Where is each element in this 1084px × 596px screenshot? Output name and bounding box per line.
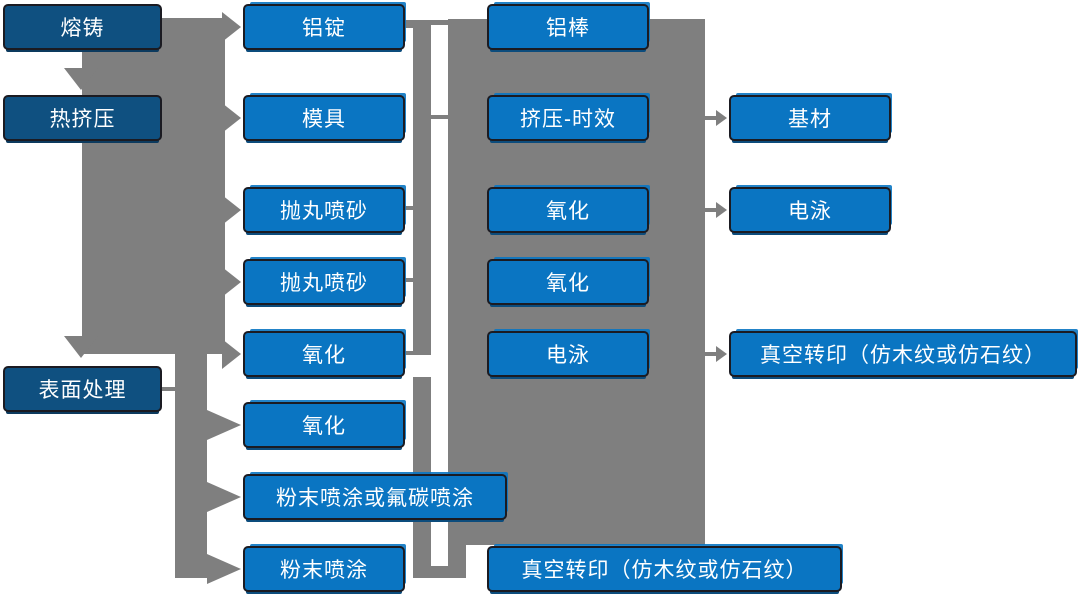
node-oxidation-3: 氧化 [487,187,649,233]
node-powder-spray: 粉末喷涂 [243,546,405,592]
link-shot-blasting-1-line [403,206,415,210]
node-vacuum-transfer-bottom: 真空转印（仿木纹或仿石纹） [487,546,842,592]
link-band-to-block-row1 [431,20,448,25]
arrowhead-to-electrophoresis-2 [716,202,727,218]
link-band-to-block-row2 [431,115,448,119]
node-melt-cast: 熔铸 [3,4,162,50]
node-oxidation-4: 氧化 [487,259,649,305]
arrow-shaft-to-vacuum-transfer [705,352,717,356]
node-hot-extrusion: 热挤压 [3,95,162,141]
arrowhead-to-shot-blasting-1 [222,195,241,225]
arrowhead-to-vacuum-transfer [716,346,727,362]
node-shot-blasting-2: 抛丸喷砂 [243,259,405,305]
node-aluminum-ingot: 铝锭 [243,4,405,50]
arrowhead-to-powder-spray-wide [207,482,241,512]
node-electrophoresis-1: 电泳 [487,331,649,377]
arrow-shaft-to-base-material [705,116,717,120]
arrowhead-to-base-material [716,110,727,126]
arrowhead-to-shot-blasting-2 [222,267,241,297]
node-mold: 模具 [243,95,405,141]
node-extrusion-aging: 挤压-时效 [487,95,649,141]
node-shot-blasting-1: 抛丸喷砂 [243,187,405,233]
node-surface-treatment: 表面处理 [3,366,162,412]
surface-treatment-link-line [162,387,177,391]
link-ingot-to-band [405,20,415,28]
mid-band-upper [413,20,431,355]
node-oxidation-1: 氧化 [243,331,405,377]
link-oxidation-1-line [403,351,415,355]
node-powder-or-fluorocarbon-spray: 粉末喷涂或氟碳喷涂 [243,474,507,520]
node-vacuum-transfer-right: 真空转印（仿木纹或仿石纹） [729,331,1077,377]
mid-bottom-stub [413,566,466,578]
node-aluminum-rod: 铝棒 [487,4,649,50]
arrowhead-to-oxidation-1 [222,339,241,369]
node-base-material: 基材 [729,95,891,141]
node-oxidation-2: 氧化 [243,402,405,448]
arrowhead-to-oxidation-2 [207,410,241,440]
arrowhead-to-aluminum-ingot [222,12,241,42]
left-wide-band [82,18,225,354]
node-electrophoresis-2: 电泳 [729,187,891,233]
left-narrow-band [175,354,207,578]
arrow-shaft-to-electrophoresis-2 [705,208,717,212]
arrowhead-to-powder-spray [207,554,241,584]
link-shot-blasting-2-line [403,278,415,282]
arrowhead-to-mold [222,103,241,133]
